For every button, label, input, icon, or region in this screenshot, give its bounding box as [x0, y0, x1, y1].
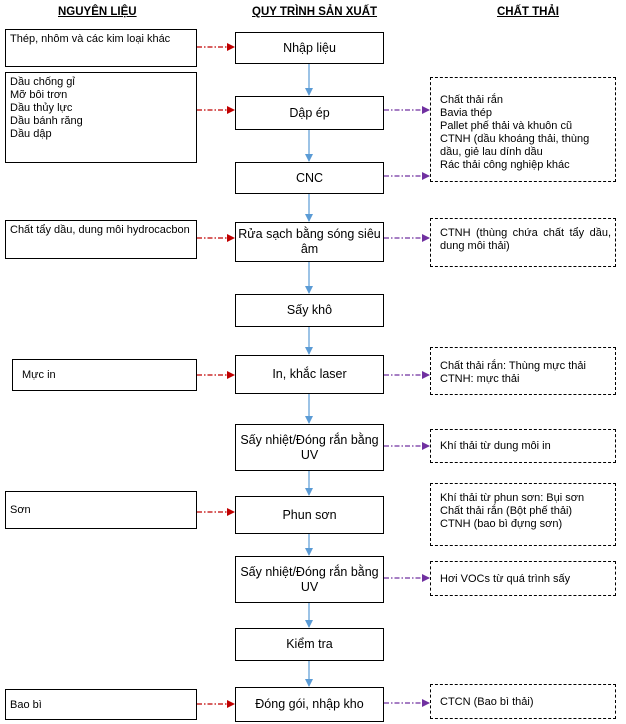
step-say-nhiet-1: Sấy nhiệt/Đóng rắn bằng UV	[235, 424, 384, 471]
input-bao-bi: Bao bì	[5, 689, 197, 720]
waste-line: Pallet phế thải và khuôn cũ	[440, 120, 573, 132]
step-dong-goi: Đóng gói, nhập kho	[235, 687, 384, 722]
step-cnc: CNC	[235, 162, 384, 194]
header-inputs: NGUYÊN LIỆU	[58, 6, 137, 18]
waste-line: Bavia thép	[440, 107, 492, 119]
waste-in-khac: Chất thải rắn: Thùng mực thải CTNH: mực …	[430, 347, 616, 395]
waste-line: Chất thải rắn (Bột phế thải)	[440, 505, 573, 517]
waste-say-nhiet-2: Hơi VOCs từ quá trình sấy	[430, 561, 616, 596]
step-say-nhiet-2: Sấy nhiệt/Đóng rắn bằng UV	[235, 556, 384, 603]
waste-dap-ep-cnc: Chất thải rắn Bavia thép Pallet phế thải…	[430, 77, 616, 182]
waste-line: Rác thải công nghiệp khác	[440, 159, 570, 171]
waste-rua-sach: CTNH (thùng chứa chất tẩy dầu, dung môi …	[430, 218, 616, 267]
input-kim-loai: Thép, nhôm và các kim loại khác	[5, 29, 197, 67]
step-phun-son: Phun sơn	[235, 496, 384, 534]
step-nhap-lieu: Nhập liệu	[235, 32, 384, 64]
step-say-kho: Sấy khô	[235, 294, 384, 327]
input-dau-mo: Dầu chống gỉ Mỡ bôi trơn Dầu thủy lực Dầ…	[5, 72, 197, 163]
step-kiem-tra: Kiểm tra	[235, 628, 384, 661]
step-dap-ep: Dập ép	[235, 96, 384, 130]
waste-line: dầu, giẻ lau dính dầu	[440, 146, 543, 158]
waste-line: Chất thải rắn	[440, 94, 503, 106]
input-dau-mo-line: Dầu chống gỉ	[10, 76, 75, 88]
input-dau-mo-line: Dầu bánh răng	[10, 115, 83, 127]
input-dau-mo-line: Dầu thủy lực	[10, 102, 73, 114]
step-rua-sach: Rửa sạch bằng sóng siêu âm	[235, 222, 384, 262]
step-in-khac-laser: In, khắc laser	[235, 355, 384, 394]
waste-say-nhiet-1: Khí thải từ dung môi in	[430, 429, 616, 463]
input-dau-mo-line: Mỡ bôi trơn	[10, 89, 68, 101]
waste-line: CTNH (dầu khoáng thải, thùng	[440, 133, 590, 145]
input-muc-in: Mực in	[12, 359, 197, 391]
waste-line: Chất thải rắn: Thùng mực thải	[440, 360, 586, 372]
input-son: Sơn	[5, 491, 197, 529]
header-process: QUY TRÌNH SẢN XUẤT	[252, 6, 378, 18]
waste-dong-goi: CTCN (Bao bì thải)	[430, 684, 616, 719]
waste-line: CTNH: mực thải	[440, 373, 520, 385]
waste-line: CTNH (bao bì đựng sơn)	[440, 518, 563, 530]
input-chat-tay: Chất tẩy dầu, dung môi hydrocacbon	[5, 220, 197, 259]
header-waste: CHẤT THẢI	[497, 6, 559, 18]
waste-phun-son: Khí thải từ phun sơn: Bụi sơn Chất thải …	[430, 483, 616, 546]
waste-line: Khí thải từ phun sơn: Bụi sơn	[440, 492, 585, 504]
input-dau-mo-line: Dầu dập	[10, 128, 52, 140]
